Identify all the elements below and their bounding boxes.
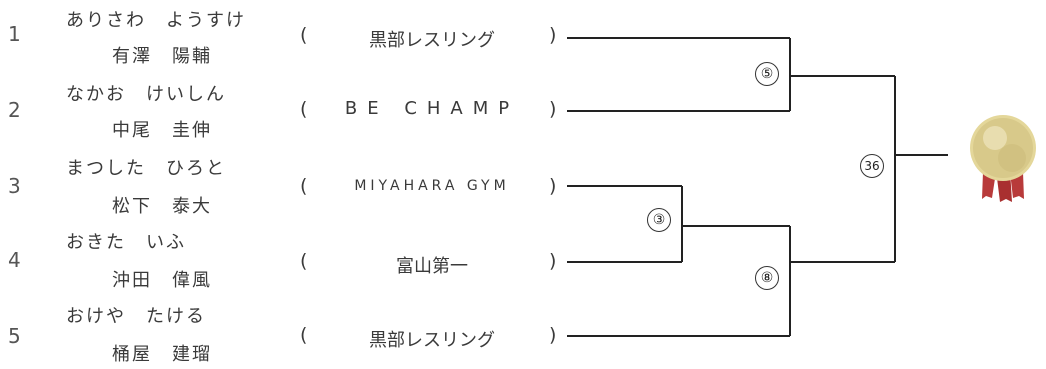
entry-name: 中尾 圭伸: [112, 120, 212, 141]
entry-kana: まつした ひろと: [66, 158, 226, 179]
entry-team: 富山第一: [396, 256, 468, 277]
entry-team: 黒部レスリング: [369, 30, 495, 51]
paren-close: ): [549, 175, 557, 197]
entry-row-5: 5 おけや たける 桶屋 建瑠 ( 黒部レスリング ): [0, 296, 580, 368]
entry-team: 黒部レスリング: [369, 330, 495, 351]
paren-open: (: [300, 98, 308, 120]
entry-row-4: 4 おきた いふ 沖田 偉風 ( 富山第一 ): [0, 222, 580, 294]
match-3-badge: ③: [647, 208, 671, 232]
entry-team: BE CHAMP: [344, 98, 520, 119]
entry-row-2: 2 なかお けいしん 中尾 圭伸 ( BE CHAMP ): [0, 74, 580, 146]
entry-kana: おきた いふ: [66, 232, 186, 253]
paren-open: (: [300, 250, 308, 272]
entry-name: 桶屋 建瑠: [112, 344, 212, 365]
entry-name: 松下 泰大: [112, 196, 212, 217]
entry-kana: ありさわ ようすけ: [66, 10, 246, 31]
entry-number: 4: [8, 248, 21, 272]
entry-row-3: 3 まつした ひろと 松下 泰大 ( MIYAHARA GYM ): [0, 148, 580, 220]
match-8-badge: ⑧: [755, 266, 779, 290]
paren-close: ): [549, 98, 557, 120]
entry-kana: おけや たける: [66, 306, 206, 327]
paren-close: ): [549, 324, 557, 346]
match-36-badge: 36: [860, 154, 884, 178]
entry-row-1: 1 ありさわ ようすけ 有澤 陽輔 ( 黒部レスリング ): [0, 0, 580, 72]
entry-team: MIYAHARA GYM: [354, 178, 510, 194]
paren-close: ): [549, 250, 557, 272]
entry-name: 有澤 陽輔: [112, 46, 212, 67]
entry-number: 1: [8, 22, 21, 46]
paren-open: (: [300, 324, 308, 346]
match-5-badge: ⑤: [755, 62, 779, 86]
entry-number: 3: [8, 174, 21, 198]
entry-kana: なかお けいしん: [66, 84, 226, 105]
entry-number: 5: [8, 324, 21, 348]
paren-open: (: [300, 175, 308, 197]
paren-open: (: [300, 24, 308, 46]
entry-number: 2: [8, 98, 21, 122]
entry-name: 沖田 偉風: [112, 270, 212, 291]
gold-medal-icon: [970, 115, 1036, 202]
paren-close: ): [549, 24, 557, 46]
